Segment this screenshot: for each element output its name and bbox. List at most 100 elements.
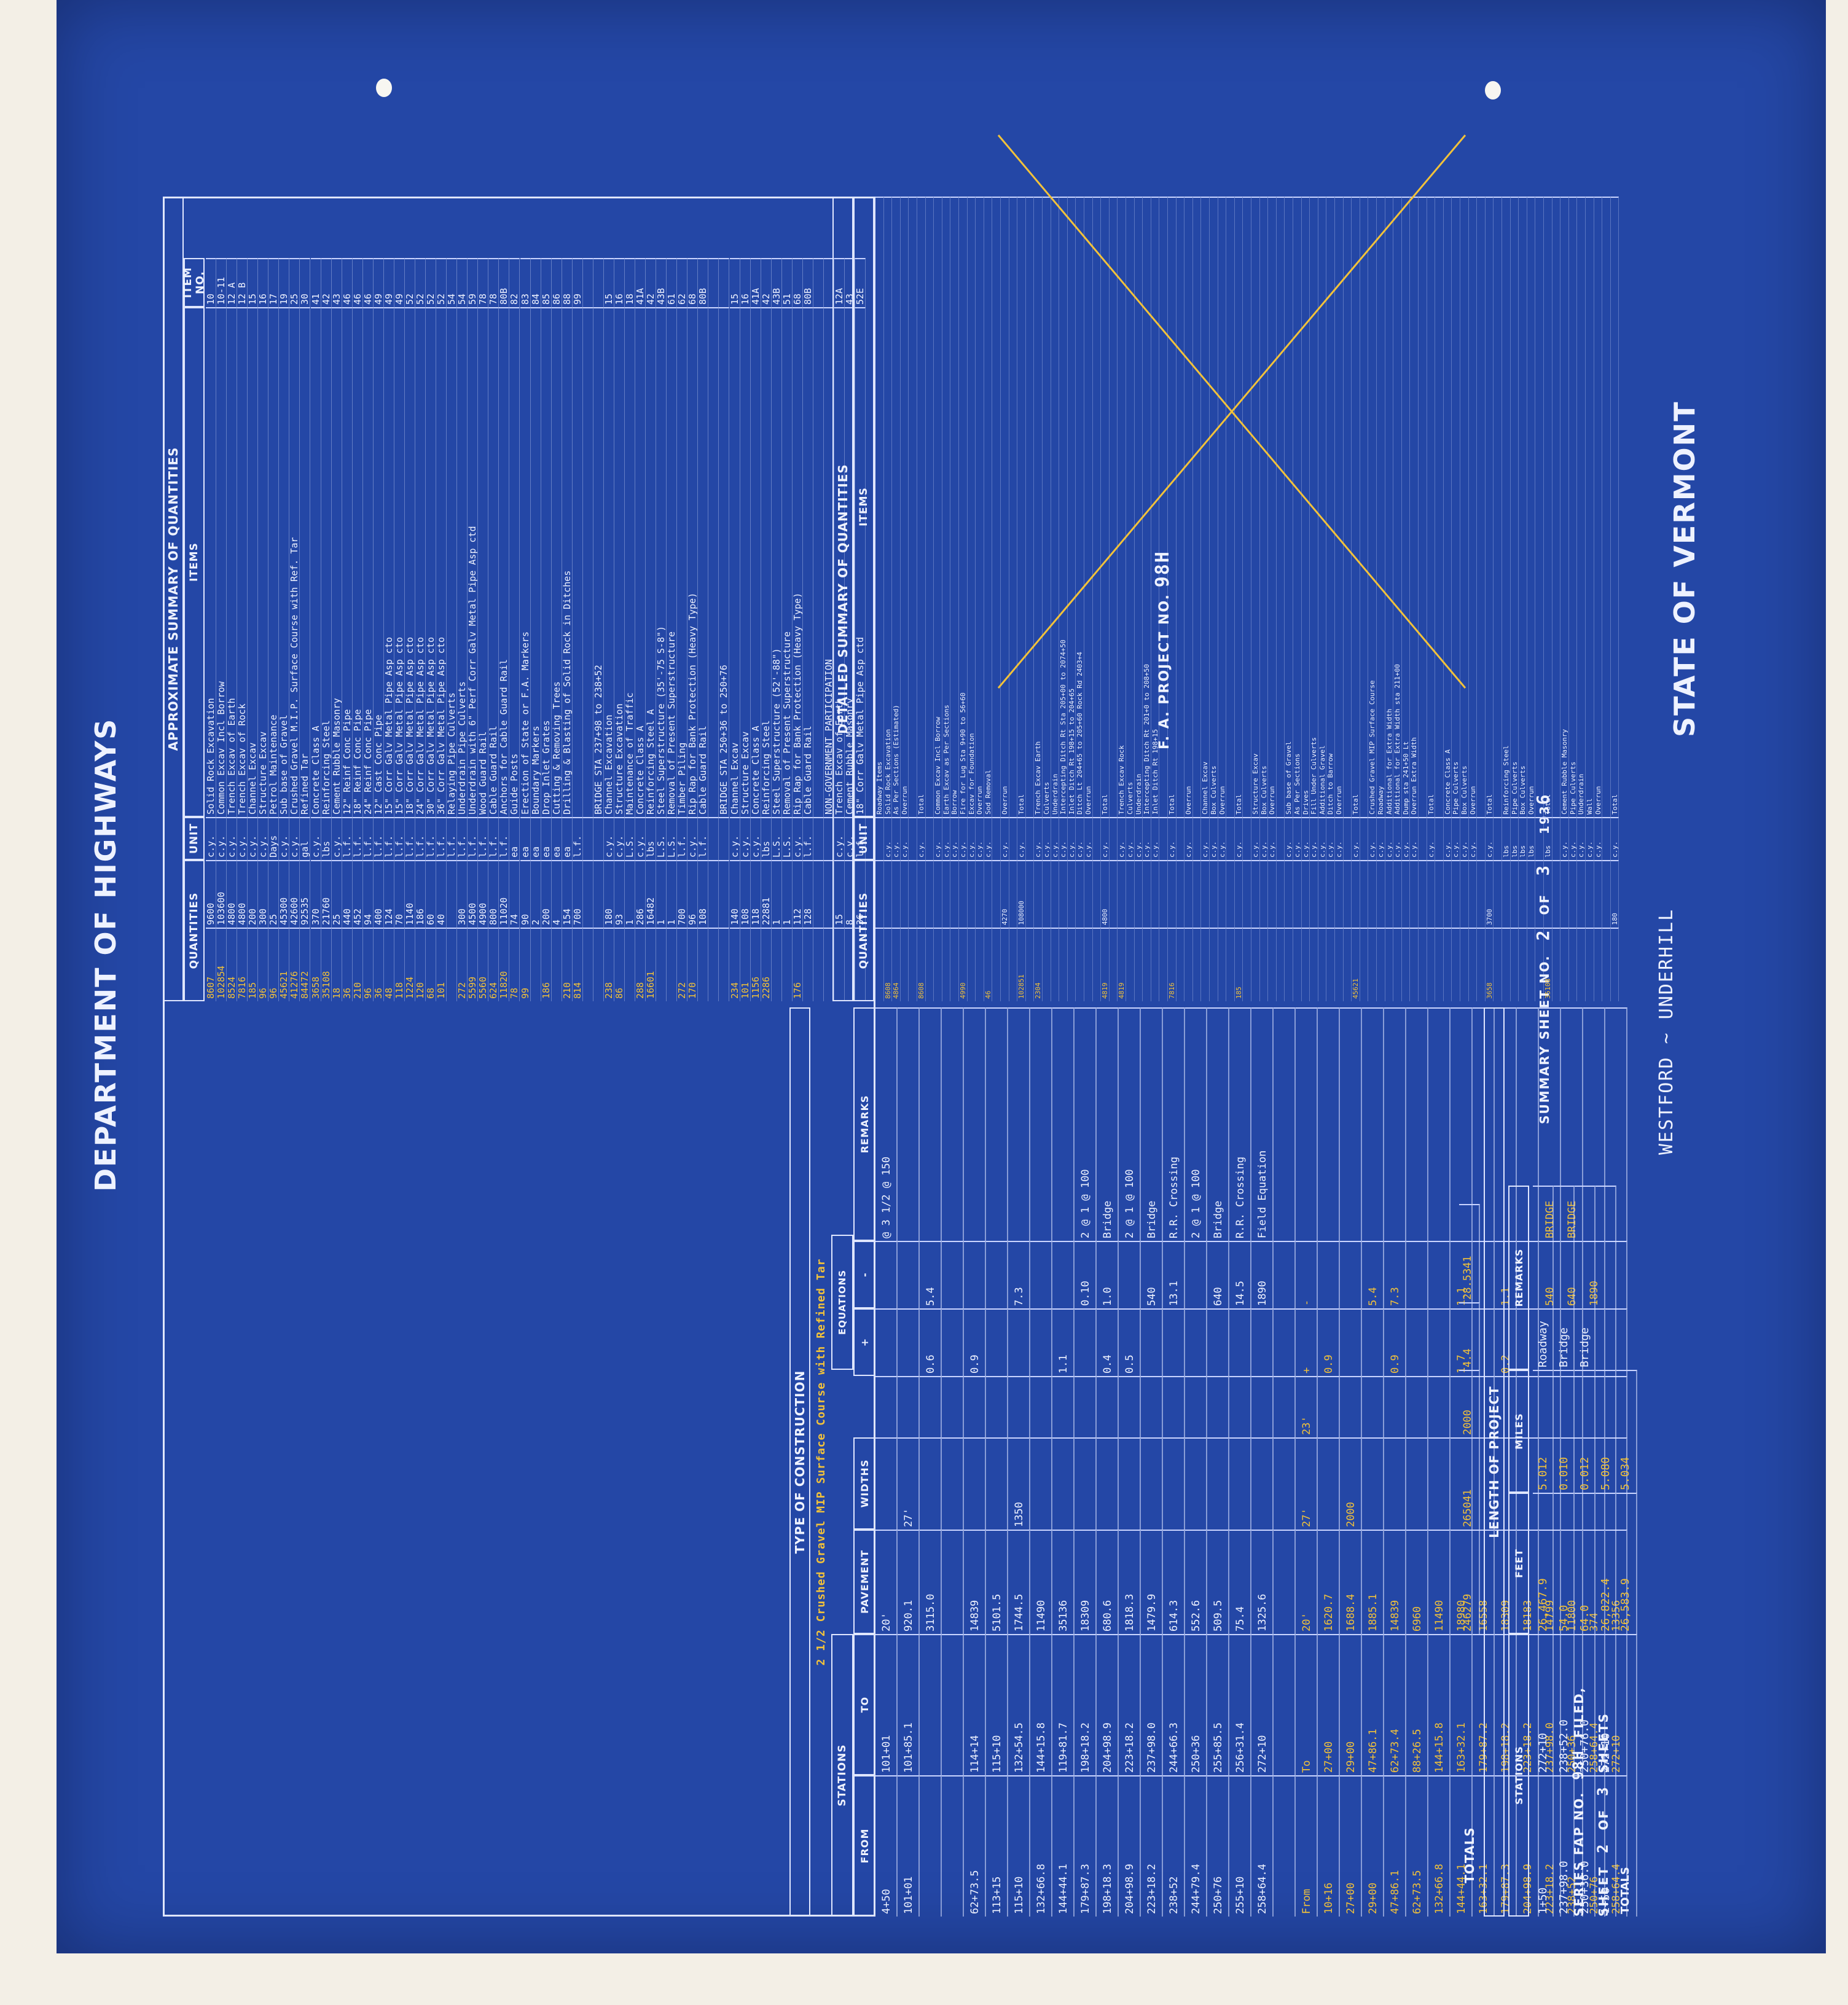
detailed-unit: c.y. — [1076, 817, 1084, 860]
approx-unit: l.f. — [572, 817, 583, 860]
approx-corrected-qty: 624 — [488, 928, 499, 1001]
construction-w1: 1688.4 — [1340, 1530, 1362, 1634]
construction-to: 144+15.8 — [1030, 1634, 1052, 1775]
construction-eqp — [1274, 1308, 1296, 1376]
construction-col-header: WIDTHS — [853, 1437, 875, 1530]
cross-out-line — [997, 135, 1466, 689]
construction-rem — [1406, 1007, 1428, 1241]
detailed-qty — [1276, 860, 1285, 928]
detailed-qty — [1527, 860, 1536, 928]
length-total-miles: 5.034 — [1616, 1370, 1637, 1493]
detailed-unit: c.y. — [1043, 817, 1051, 860]
approx-item: 18" Corr Galv Metal Pipe Asp cto — [404, 307, 415, 817]
construction-from: 255+10 — [1229, 1775, 1251, 1917]
construction-to: 256+31.4 — [1229, 1634, 1251, 1775]
construction-w3 — [1251, 1376, 1274, 1437]
detailed-qty — [917, 860, 926, 928]
construction-w3 — [1141, 1376, 1163, 1437]
construction-from: 258+64.4 — [1251, 1775, 1274, 1917]
detailed-col-header: QUANTITIES — [853, 860, 874, 1001]
construction-w2 — [1207, 1437, 1229, 1530]
construction-w3 — [1428, 1376, 1451, 1437]
detailed-unit: c.y. — [1335, 817, 1344, 860]
detailed-qty — [1234, 860, 1243, 928]
approx-unit: L.S. — [625, 817, 636, 860]
approx-qty: 1 — [656, 860, 667, 928]
detailed-corrected-qty — [1259, 928, 1269, 1001]
approx-unit: l.f. — [362, 817, 374, 860]
approx-item-no: 83 — [520, 258, 531, 307]
construction-w3: 23' — [1296, 1376, 1318, 1437]
construction-w1: 614.3 — [1163, 1530, 1185, 1634]
detailed-unit: c.y. — [1352, 817, 1360, 860]
detailed-corrected-qty — [1201, 928, 1210, 1001]
detailed-qty — [1568, 860, 1578, 928]
detailed-qty: 4800 — [1101, 860, 1110, 928]
detailed-corrected-qty — [1025, 928, 1035, 1001]
approx-corrected-qty: 78 — [509, 928, 520, 1001]
approx-item-no: 46 — [342, 258, 353, 307]
detailed-corrected-qty — [1276, 928, 1285, 1001]
construction-eqm: 1.0 — [1097, 1241, 1119, 1308]
approx-unit: Days — [268, 817, 280, 860]
construction-w1: 1744.5 — [1008, 1530, 1030, 1634]
approx-qty: 200 — [541, 860, 552, 928]
detailed-unit: c.y. — [1452, 817, 1460, 860]
approx-corrected-qty — [582, 928, 593, 1001]
construction-from: 115+10 — [1008, 1775, 1030, 1917]
detailed-unit — [1477, 817, 1486, 860]
approx-item: Structure Excavation — [614, 307, 625, 817]
approx-qty — [593, 860, 604, 928]
detailed-qty — [934, 860, 942, 928]
approx-item-no: 80B — [698, 258, 709, 307]
construction-rem — [898, 1007, 920, 1241]
approx-corrected-qty: 1224 — [404, 928, 415, 1001]
approx-item-no: 16 — [740, 258, 751, 307]
blueprint-sheet — [57, 0, 1826, 1953]
approx-item-no: 10-11 — [216, 258, 227, 307]
construction-w3 — [1008, 1376, 1030, 1437]
approx-unit: lbs — [646, 817, 657, 860]
detailed-corrected-qty — [1084, 928, 1093, 1001]
approx-item-no: 52 — [426, 258, 437, 307]
construction-w3 — [920, 1376, 942, 1437]
construction-from: 47+86.1 — [1384, 1775, 1406, 1917]
detailed-unit: c.y. — [1385, 817, 1394, 860]
sheet-no: 2 — [1594, 1843, 1611, 1853]
approx-unit: l.f. — [352, 817, 363, 860]
sheet-of-label: OF — [1596, 1808, 1611, 1831]
detailed-corrected-qty — [1176, 928, 1185, 1001]
detailed-unit — [909, 817, 917, 860]
detailed-unit: c.y. — [1059, 817, 1068, 860]
construction-w1: 75.4 — [1229, 1530, 1251, 1634]
approx-qty: 286 — [635, 860, 646, 928]
detailed-corrected-qty — [1318, 928, 1327, 1001]
detailed-qty — [1218, 860, 1227, 928]
detailed-unit — [1109, 817, 1118, 860]
construction-to: 144+15.8 — [1428, 1634, 1451, 1775]
construction-col-header: REMARKS — [853, 1007, 875, 1241]
approx-item-no: 61 — [667, 258, 678, 307]
approx-corrected-qty — [656, 928, 667, 1001]
detailed-unit — [992, 817, 1001, 860]
construction-from — [920, 1775, 942, 1917]
construction-eqp — [1340, 1308, 1362, 1376]
approx-qty: 25 — [268, 860, 280, 928]
detailed-qty — [1301, 860, 1310, 928]
approx-item: Reinforcing Steel — [321, 307, 332, 817]
detailed-unit — [1176, 817, 1185, 860]
construction-w3 — [964, 1376, 986, 1437]
approx-qty: 108 — [740, 860, 751, 928]
approx-corrected-qty: 41276 — [289, 928, 300, 1001]
approx-unit: lbs — [321, 817, 332, 860]
detailed-corrected-qty: 8608 — [917, 928, 926, 1001]
approx-item-no: 41 — [310, 258, 321, 307]
detailed-qty — [1084, 860, 1093, 928]
approx-corrected-qty: 1156 — [750, 928, 761, 1001]
detailed-unit: c.y. — [1184, 817, 1193, 860]
detailed-corrected-qty — [1343, 928, 1352, 1001]
approx-item-no: 78 — [478, 258, 489, 307]
approx-unit: ea — [520, 817, 531, 860]
length-rem: Bridge — [1575, 1186, 1595, 1370]
approx-qty: 4900 — [478, 860, 489, 928]
